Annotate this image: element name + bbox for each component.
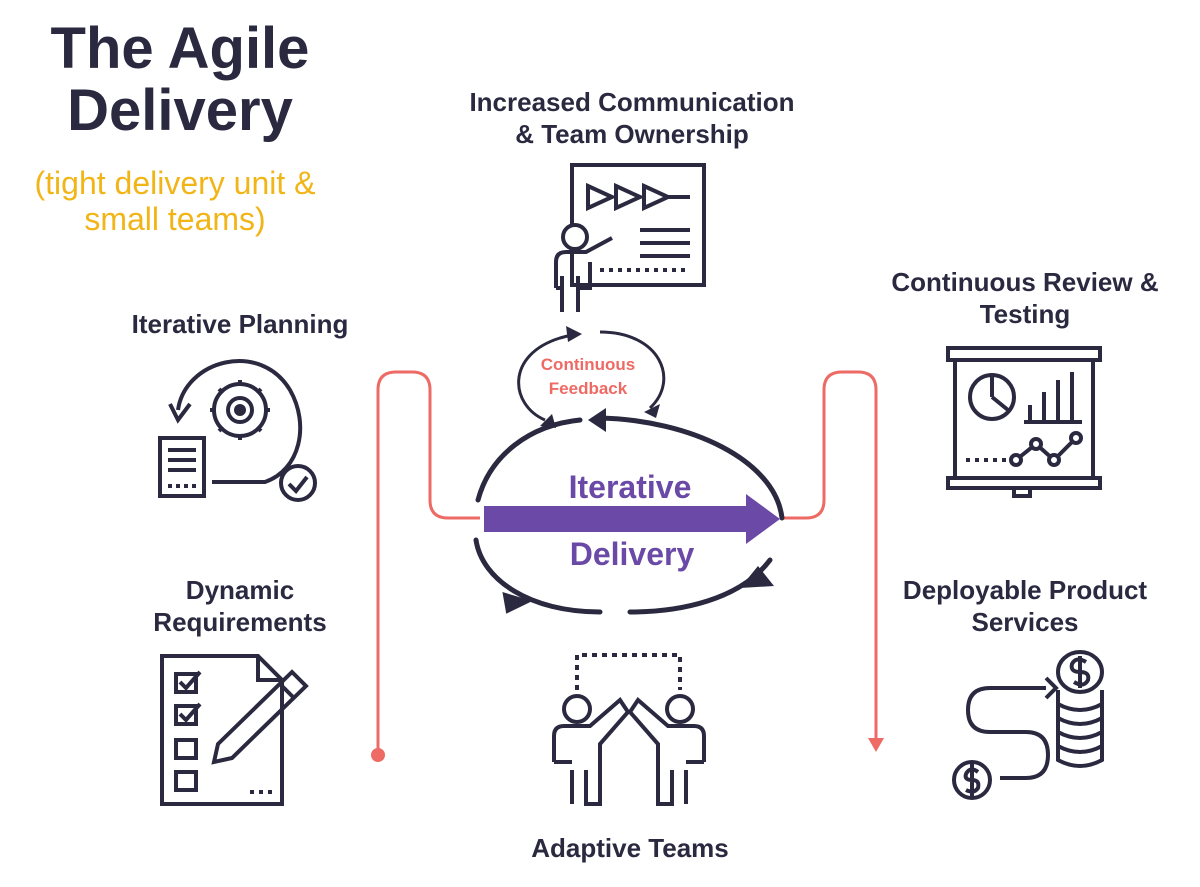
iterative-arrow — [484, 494, 780, 544]
deployable-label: Deployable Product Services — [870, 574, 1180, 638]
cycle-arrow-top — [588, 408, 606, 432]
feedback-arrowheads — [540, 326, 660, 428]
right-flow-line — [780, 370, 878, 738]
communication-label: Increased Communication & Team Ownership — [432, 86, 832, 150]
red-flow-lines — [371, 370, 884, 762]
delivery-text: Delivery — [570, 536, 695, 572]
review-label: Continuous Review & Testing — [870, 266, 1180, 330]
page-title: The Agile Delivery — [30, 18, 330, 142]
checklist-icon — [160, 654, 309, 806]
deployable-label-line1: Deployable Product — [902, 575, 1148, 605]
requirements-label-line2: Requirements — [153, 607, 327, 637]
analytics-board-icon — [946, 346, 1102, 498]
cycle-arrowheads — [502, 408, 774, 614]
communication-label-line2: & Team Ownership — [515, 119, 749, 149]
planning-cycle-icon — [158, 359, 317, 502]
flow-start-dot — [371, 748, 385, 762]
requirements-label: Dynamic Requirements — [110, 574, 370, 638]
planning-label: Iterative Planning — [131, 309, 349, 339]
feedback-text-line1: Continuous — [541, 355, 635, 374]
review-label-line2: Testing — [979, 299, 1071, 329]
left-flow-line — [376, 370, 480, 755]
adaptive-label: Adaptive Teams — [531, 833, 729, 863]
iterative-text: Iterative — [569, 469, 692, 505]
cycle-arrow-right — [740, 566, 774, 588]
deployable-label-line2: Services — [971, 607, 1079, 637]
communication-label-line1: Increased Communication — [469, 87, 795, 117]
feedback-loop — [517, 330, 666, 422]
presentation-icon — [554, 163, 706, 312]
requirements-label-line1: Dynamic — [185, 575, 295, 605]
money-path-icon — [952, 650, 1104, 800]
cycle-arrow-bottom — [502, 592, 533, 614]
review-label-line1: Continuous Review & — [891, 267, 1159, 297]
high-five-icon — [552, 653, 706, 806]
title-text: The Agile Delivery — [50, 16, 310, 143]
feedback-text-line2: Feedback — [549, 379, 628, 398]
flow-end-arrowhead — [868, 738, 884, 752]
page-subtitle: (tight delivery unit & small teams) — [34, 165, 316, 237]
